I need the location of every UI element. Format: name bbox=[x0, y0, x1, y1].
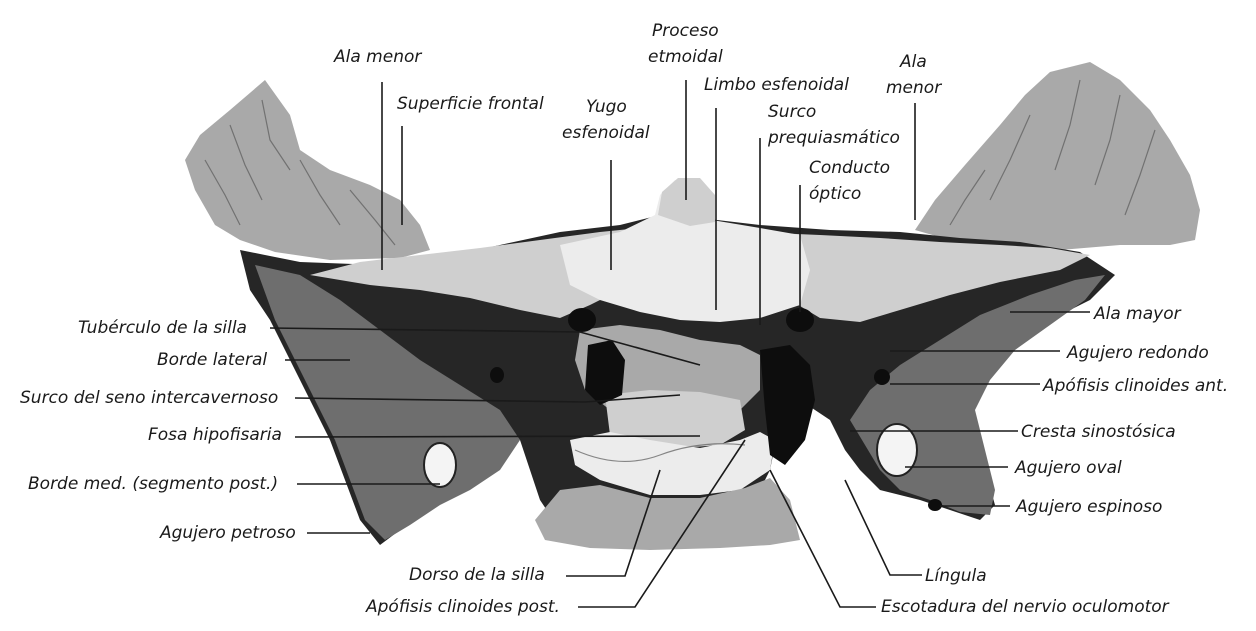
left-wing-upper bbox=[185, 80, 430, 260]
label-borde-lateral: Borde lateral bbox=[157, 350, 267, 370]
ethmoidal-process bbox=[658, 178, 715, 226]
dorsum-sellae bbox=[570, 432, 775, 495]
label-proceso-1: Proceso bbox=[652, 21, 719, 41]
label-superficie-frontal: Superficie frontal bbox=[397, 94, 544, 114]
leader-lines bbox=[269, 80, 1090, 608]
label-conducto-1: Conducto bbox=[809, 158, 890, 178]
label-apofisis-post: Apófisis clinoides post. bbox=[365, 597, 560, 617]
right-dark-recess bbox=[760, 345, 815, 465]
label-dorso: Dorso de la silla bbox=[409, 565, 545, 585]
right-foramen-ovale bbox=[876, 423, 918, 477]
right-foramen-rotundum bbox=[874, 369, 890, 385]
right-wing-texture bbox=[949, 79, 1156, 226]
label-agujero-oval: Agujero oval bbox=[1014, 458, 1122, 478]
leader-lingula bbox=[844, 479, 922, 576]
label-surco-1: Surco bbox=[768, 102, 816, 122]
left-wing-texture bbox=[204, 99, 396, 246]
label-agujero-petroso: Agujero petroso bbox=[159, 523, 296, 543]
label-conducto-2: óptico bbox=[809, 184, 861, 204]
right-foramen-spinosum bbox=[928, 499, 942, 511]
label-surco-2: prequiasmático bbox=[767, 128, 900, 148]
label-cresta: Cresta sinostósica bbox=[1021, 422, 1176, 442]
label-yugo-2: esfenoidal bbox=[562, 123, 650, 143]
leader-surco-seno bbox=[294, 394, 681, 403]
leader-fosa bbox=[294, 435, 701, 438]
leader-tuberculo bbox=[269, 327, 701, 366]
label-ala-menor-right-1: Ala bbox=[899, 52, 927, 72]
label-limbo: Limbo esfenoidal bbox=[704, 75, 849, 95]
label-tuberculo: Tubérculo de la silla bbox=[78, 318, 247, 338]
sphenoid-planum bbox=[560, 180, 810, 322]
label-surco-seno: Surco del seno intercavernoso bbox=[20, 388, 278, 408]
dorsum-ridge bbox=[574, 443, 746, 462]
leader-dorso bbox=[566, 469, 661, 577]
left-optic-canal bbox=[568, 308, 596, 332]
label-ala-menor-left: Ala menor bbox=[333, 47, 422, 67]
label-borde-med: Borde med. (segmento post.) bbox=[28, 474, 278, 494]
leader-escotadura bbox=[769, 469, 876, 608]
right-lesser-wing bbox=[750, 232, 1090, 322]
label-proceso-2: etmoidal bbox=[648, 47, 723, 67]
label-yugo-1: Yugo bbox=[586, 97, 627, 117]
bone-illustration bbox=[185, 62, 1200, 550]
left-foramen-oval bbox=[423, 442, 457, 488]
hypophyseal-fossa bbox=[605, 390, 745, 448]
label-lingula: Língula bbox=[925, 566, 987, 586]
right-optic-canal bbox=[786, 308, 814, 332]
label-fosa: Fosa hipofisaria bbox=[148, 425, 282, 445]
label-escotadura: Escotadura del nervio oculomotor bbox=[881, 597, 1170, 617]
labels: Ala menor Superficie frontal Yugo esfeno… bbox=[20, 21, 1228, 617]
left-foramen-small bbox=[490, 367, 504, 383]
label-apofisis-ant: Apófisis clinoides ant. bbox=[1042, 376, 1228, 396]
label-agujero-redondo: Agujero redondo bbox=[1066, 343, 1209, 363]
label-ala-menor-right-2: menor bbox=[886, 78, 942, 98]
label-agujero-espinoso: Agujero espinoso bbox=[1015, 497, 1162, 517]
label-ala-mayor: Ala mayor bbox=[1093, 304, 1182, 324]
right-wing-upper bbox=[915, 62, 1200, 250]
left-dark-recess bbox=[585, 340, 625, 405]
leader-apofisis-post bbox=[578, 439, 746, 608]
clivus-part bbox=[535, 478, 800, 550]
